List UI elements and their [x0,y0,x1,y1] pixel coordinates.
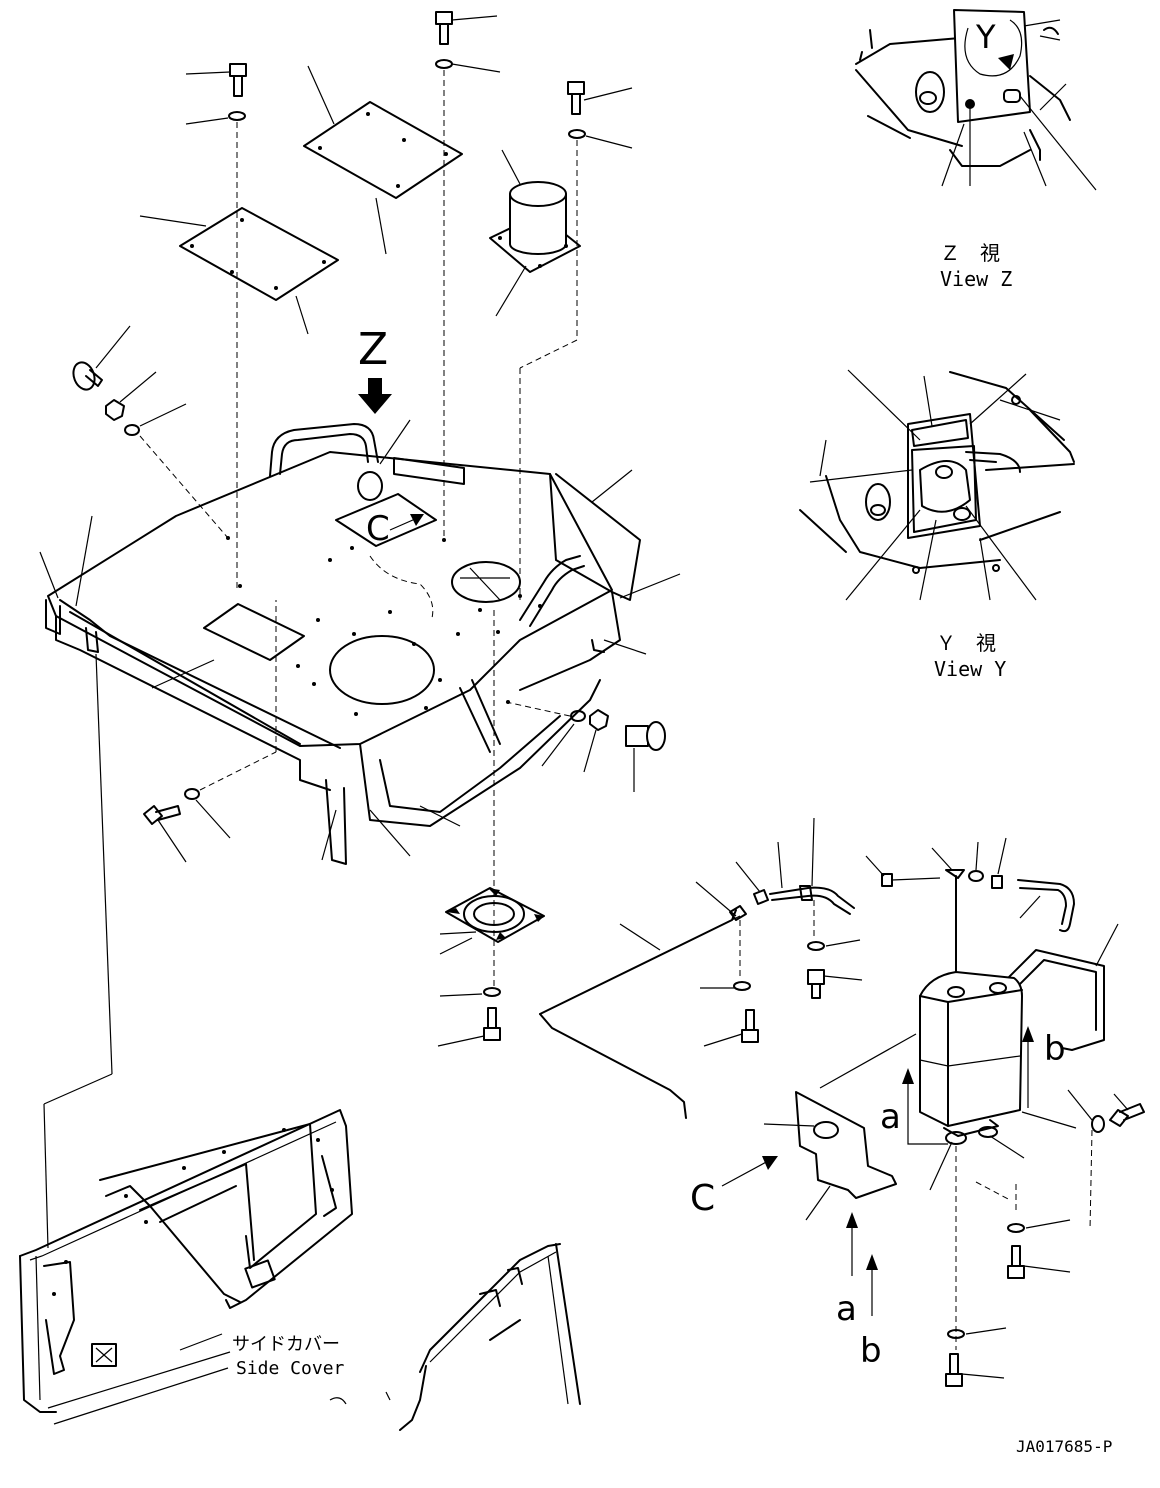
view-z-detail: Y Ｚ 視 View Z [855,9,1097,291]
view-y-detail: Ｙ 視 View Y [799,369,1075,681]
bolt-right-top [519,81,633,600]
tank-assembly: a b a b C [539,817,1145,1387]
a-marker-bottom: a [836,1289,857,1329]
y-marker: Y [975,18,996,56]
cylinder-boot [489,149,581,317]
view-z-en: View Z [940,267,1012,291]
view-y-jp: Ｙ 視 [936,631,996,655]
side-cover-en: Side Cover [236,1358,345,1379]
side-cover-jp: サイドカバー [232,1334,340,1355]
z-arrow: Z [358,324,392,414]
side-cover-drawing: サイドカバー Side Cover [19,1109,581,1431]
cover-plate-upper [303,65,463,255]
drawing-id: JA017685-P [1016,1437,1112,1456]
flow-arrows: a b a b [836,1026,1066,1371]
c-marker-bracket: C [690,1178,715,1219]
knob-left [72,325,229,539]
a-marker-top: a [880,1097,901,1137]
view-z-jp: Ｚ 視 [940,241,1000,265]
bolt-frame-lower-left [143,600,277,863]
top-hardware [72,11,633,600]
bolt-left-top [185,63,247,590]
z-marker: Z [358,324,388,375]
main-frame: C [39,419,681,865]
b-marker-top: b [1044,1029,1066,1069]
knob-front-right [505,701,666,792]
cover-plate-lower [139,207,339,335]
b-marker-bottom: b [860,1331,882,1371]
bolt-center-top [435,11,501,540]
view-y-en: View Y [934,657,1006,681]
c-marker-frame: C [366,509,390,549]
boot-flange-lower [437,610,545,1047]
side-cover-leader [43,653,113,1249]
